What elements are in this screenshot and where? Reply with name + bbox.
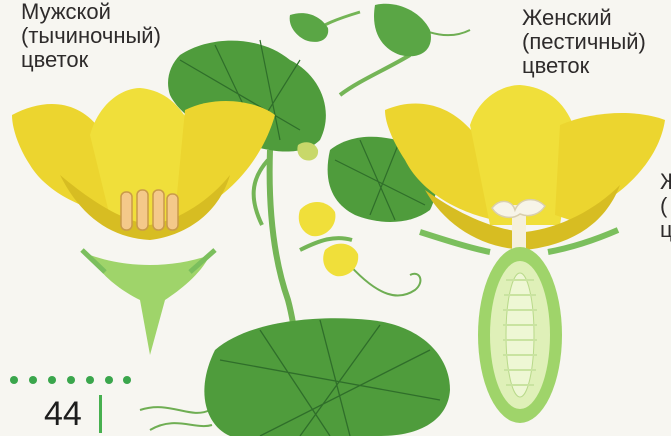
edge-text-line3: ц — [660, 218, 671, 242]
female-flower-subtitle: (пестичный) — [522, 30, 646, 54]
dot-1 — [10, 376, 18, 384]
dot-2 — [29, 376, 37, 384]
male-flower-label: Мужской (тычиночный) цветок — [21, 0, 161, 72]
dot-6 — [105, 376, 113, 384]
male-flower-subtitle: (тычиночный) — [21, 24, 161, 48]
male-flower-caption: цветок — [21, 48, 161, 72]
female-flower-caption: цветок — [522, 54, 646, 78]
dot-5 — [86, 376, 94, 384]
male-flower-title: Мужской — [21, 0, 161, 24]
cropped-edge-label: Ж ( ц — [660, 170, 671, 242]
female-flower-label: Женский (пестичный) цветок — [522, 6, 646, 78]
dot-7 — [123, 376, 131, 384]
ovary-section — [478, 247, 562, 423]
page-number: 44 — [44, 396, 82, 432]
female-flower-title: Женский — [522, 6, 646, 30]
leaf-small-top — [290, 4, 431, 57]
leaf-bottom — [204, 318, 450, 436]
dot-4 — [67, 376, 75, 384]
edge-text-line2: ( — [660, 194, 671, 218]
dot-3 — [48, 376, 56, 384]
edge-text-line1: Ж — [660, 170, 671, 194]
decorative-dots — [10, 376, 130, 386]
male-flower — [12, 88, 275, 355]
page-number-bar — [99, 395, 102, 433]
